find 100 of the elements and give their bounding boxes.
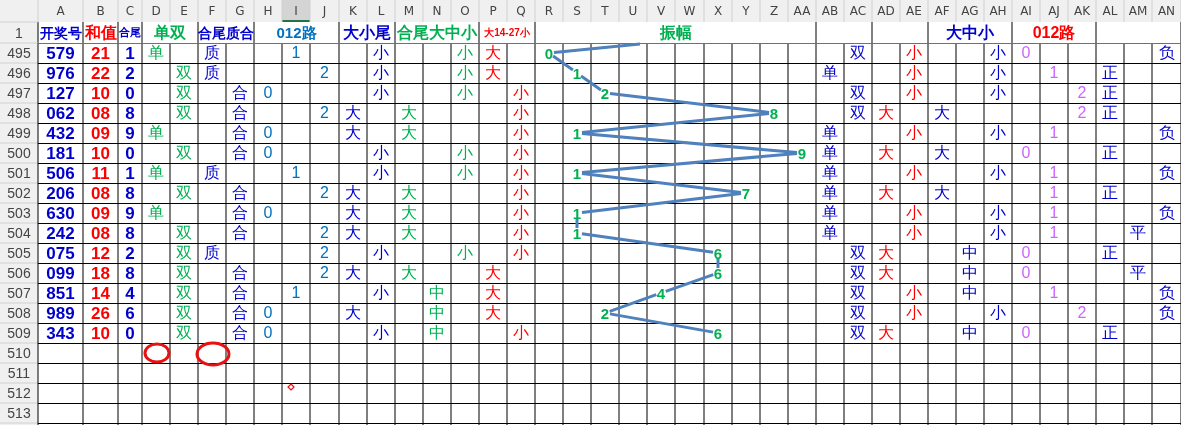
connector-line (581, 232, 714, 254)
column-letter: U (627, 3, 639, 20)
table-value: 平 (1129, 263, 1147, 283)
table-value: 0 (262, 323, 274, 343)
table-value: 小 (905, 63, 923, 83)
table-value: 双 (175, 103, 193, 123)
table-value: 小 (989, 43, 1007, 63)
table-value: 单 (147, 43, 165, 63)
table-value: 双 (175, 223, 193, 243)
column-header: 合尾 (118, 25, 142, 40)
table-value: 1 (1048, 163, 1060, 183)
table-value: 大 (877, 263, 895, 283)
table-value: 负 (1157, 203, 1176, 223)
table-value: 2 (319, 63, 330, 83)
table-value: 0 (262, 123, 274, 143)
column-header: 大小尾 (342, 22, 392, 43)
table-value: 合 (231, 283, 249, 303)
table-value: 中 (961, 263, 979, 283)
table-value: 小 (512, 323, 530, 343)
table-value: 单 (147, 203, 165, 223)
table-value: 579 (45, 43, 76, 63)
table-value: 8 (124, 183, 136, 203)
table-value: 08 (90, 103, 111, 123)
table-value: 大 (933, 183, 951, 203)
table-value: 小 (456, 243, 474, 263)
table-value: 双 (175, 323, 193, 343)
table-value: 8 (124, 103, 136, 123)
table-value: 正 (1101, 103, 1119, 123)
amplitude-value: 6 (713, 266, 723, 280)
table-value: 中 (961, 323, 979, 343)
table-value: 08 (90, 183, 111, 203)
column-letter: AL (1101, 3, 1119, 20)
table-value: 合 (231, 103, 249, 123)
table-value: 大 (484, 303, 502, 323)
column-letter: Y (741, 3, 751, 20)
table-value: 正 (1101, 143, 1119, 163)
column-header: 振幅 (658, 22, 693, 43)
table-value: 2 (124, 243, 136, 263)
table-value: 大 (400, 203, 418, 223)
table-value: 1 (1048, 203, 1060, 223)
column-letter: F (207, 3, 217, 20)
amplitude-value: 0 (544, 46, 554, 60)
table-value: 平 (1129, 223, 1147, 243)
row-number: 496 (6, 64, 32, 83)
table-value: 双 (849, 283, 867, 303)
connector-line (581, 172, 742, 194)
table-value: 0 (262, 203, 274, 223)
table-value: 小 (905, 43, 923, 63)
table-value: 08 (90, 223, 111, 243)
column-letter: AB (820, 3, 840, 20)
table-value: 大 (484, 283, 502, 303)
table-value: 大 (933, 103, 951, 123)
table-value: 小 (372, 323, 390, 343)
connector-line (665, 273, 714, 293)
table-value: 小 (512, 123, 530, 143)
column-letter: K (348, 3, 358, 20)
table-value: 双 (849, 103, 867, 123)
table-value: 小 (512, 103, 530, 123)
column-header: 012路 (1031, 22, 1077, 43)
table-value: 小 (989, 163, 1007, 183)
table-value: 质 (203, 163, 221, 183)
row-number: 511 (6, 364, 32, 383)
column-letter: L (376, 3, 386, 20)
table-value: 小 (905, 83, 923, 103)
table-value: 合 (231, 83, 249, 103)
table-value: 合 (231, 143, 249, 163)
table-value: 负 (1157, 303, 1176, 323)
column-header: 开奖号 (38, 23, 83, 43)
table-value: 正 (1101, 63, 1119, 83)
table-value: 合 (231, 123, 249, 143)
connector-line (581, 131, 798, 155)
amplitude-value: 8 (769, 106, 779, 120)
table-value: 合 (231, 223, 249, 243)
table-value: 中 (428, 283, 446, 303)
table-value: 双 (175, 63, 193, 83)
table-value: 11 (90, 163, 111, 183)
table-value: 正 (1101, 183, 1119, 203)
table-value: 小 (905, 283, 923, 303)
table-value: 负 (1157, 163, 1176, 183)
table-value: 127 (45, 83, 76, 103)
table-value: 8 (124, 263, 136, 283)
table-value: 9 (124, 123, 136, 143)
table-value: 单 (821, 63, 839, 83)
table-value: 1 (1048, 223, 1060, 243)
table-value: 小 (905, 223, 923, 243)
connector-line (552, 54, 574, 72)
table-value: 989 (45, 303, 76, 323)
table-value: 181 (45, 143, 76, 163)
table-value: 8 (124, 223, 136, 243)
table-value: 4 (124, 283, 136, 303)
table-value: 单 (821, 123, 839, 143)
column-letter: M (402, 3, 416, 20)
column-letter: A (55, 3, 66, 20)
connector-line (609, 92, 770, 114)
table-value: 负 (1157, 283, 1176, 303)
column-letter: Q (515, 3, 527, 20)
table-value: 小 (989, 203, 1007, 223)
table-value: 2 (1076, 103, 1088, 123)
table-value: 单 (821, 163, 839, 183)
table-value: 18 (90, 263, 111, 283)
